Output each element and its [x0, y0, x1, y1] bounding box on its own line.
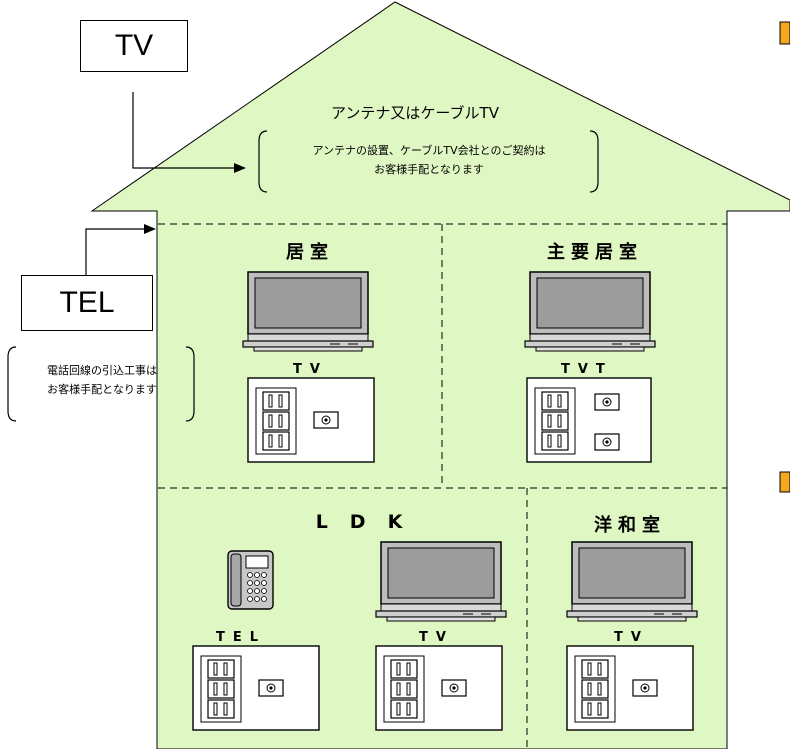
outlet-plate-shuyo — [526, 377, 652, 463]
tel-note: 電話回線の引込工事は お客様手配となります — [12, 361, 192, 399]
tv-arrow-head — [234, 163, 246, 173]
roof-note: アンテナの設置、ケーブルTV会社とのご契約は お客様手配となります — [262, 141, 596, 179]
room-dividers — [158, 223, 727, 749]
outlet-label-ldk-tv: TV — [419, 630, 454, 645]
outlet-label-kyoshitsu: TV — [293, 362, 328, 377]
outlet-plate-kyoshitsu — [248, 378, 374, 462]
tv-set-shuyo — [524, 271, 656, 352]
room-title-shuyo: 主要居室 — [547, 242, 643, 263]
outlet-label-ldk-tel: TEL — [216, 630, 267, 645]
tel-note-bracket-right — [185, 346, 195, 422]
tel-connector-line — [85, 228, 146, 276]
orange-marker-bottom — [779, 471, 790, 493]
tel-note-bracket-left — [7, 346, 17, 422]
outlet-label-shuyo: TVT — [561, 362, 613, 377]
outlet-plate-ldk-tv — [376, 646, 502, 730]
tel-label-box: TEL — [21, 275, 153, 331]
tel-arrow-head — [144, 224, 156, 234]
roof-note-line-1: アンテナの設置、ケーブルTV会社とのご契約は — [312, 144, 546, 157]
tv-set-yowa — [566, 541, 698, 622]
tv-set-kyoshitsu — [242, 271, 374, 352]
tv-set-ldk — [375, 541, 507, 622]
tel-note-line-1: 電話回線の引込工事は — [47, 364, 157, 377]
outlet-label-yowa: TV — [614, 630, 649, 645]
tv-label-box: TV — [80, 20, 188, 72]
outlet-plate-ldk-tel — [193, 646, 319, 730]
roof-note-line-2: お客様手配となります — [374, 163, 484, 176]
tv-connector-line — [132, 92, 236, 169]
room-title-kyoshitsu: 居室 — [286, 242, 334, 263]
roof-note-bracket-left — [258, 130, 268, 193]
roof-note-bracket-right — [589, 130, 599, 193]
room-title-yowa: 洋和室 — [594, 515, 666, 536]
roof-title: アンテナ又はケーブルTV — [331, 104, 499, 122]
telephone-icon — [227, 550, 274, 610]
room-title-ldk: LDK — [315, 511, 425, 533]
orange-marker-top — [779, 21, 790, 45]
tel-note-line-2: お客様手配となります — [47, 383, 157, 396]
outlet-plate-yowa — [567, 646, 693, 730]
